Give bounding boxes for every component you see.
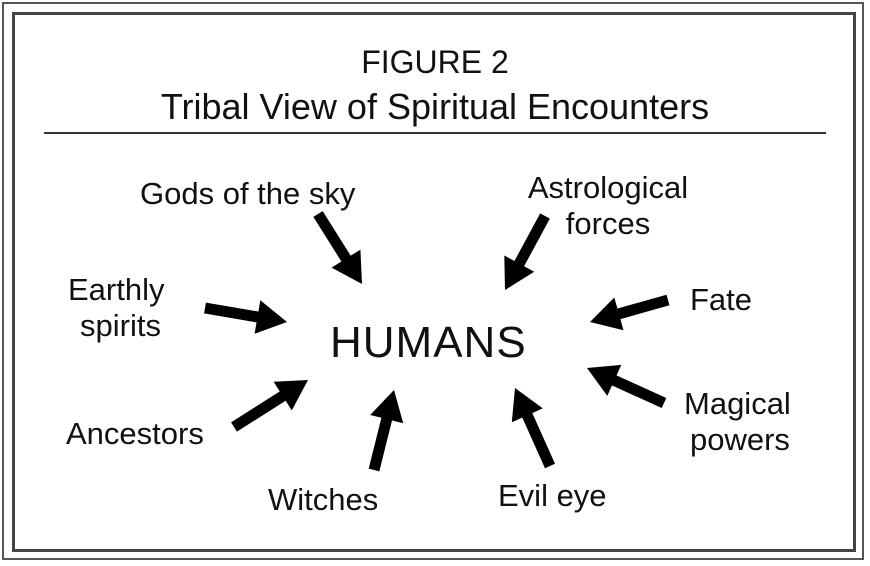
arrow-ancestors xyxy=(231,380,308,432)
label-gods-of-the-sky: Gods of the sky xyxy=(140,176,356,211)
arrow-shaft-ancestors xyxy=(231,390,288,432)
arrow-shaft-magical-powers xyxy=(610,374,667,409)
arrow-shaft-gods-of-the-sky xyxy=(313,211,352,264)
arrow-head-ancestors xyxy=(273,380,308,411)
arrow-head-evil-eye xyxy=(511,388,543,423)
label-ancestors: Ancestors xyxy=(66,416,204,451)
arrow-magical-powers xyxy=(587,364,667,409)
arrow-fate xyxy=(590,294,670,331)
arrow-gods-of-the-sky xyxy=(313,211,362,284)
label-astrological-forces: Astrological forces xyxy=(527,170,689,241)
arrow-astrological-forces xyxy=(504,213,550,290)
arrow-witches xyxy=(368,390,404,472)
figure-title: Tribal View of Spiritual Encounters xyxy=(160,86,710,127)
arrow-head-earthly-spirits xyxy=(254,300,287,334)
arrow-head-magical-powers xyxy=(587,364,622,396)
center-label-humans: HUMANS xyxy=(330,318,527,367)
arrow-shaft-witches xyxy=(368,415,393,472)
arrow-shaft-fate xyxy=(615,294,670,320)
arrow-earthly-spirits xyxy=(204,300,287,334)
label-magical-powers: Magical powers xyxy=(684,386,791,457)
arrow-shaft-evil-eye xyxy=(521,411,556,469)
label-earthly-spirits: Earthly spirits xyxy=(68,272,165,343)
figure-number: FIGURE 2 xyxy=(361,44,509,80)
arrow-head-gods-of-the-sky xyxy=(331,249,362,284)
title-divider xyxy=(44,132,826,134)
arrow-evil-eye xyxy=(511,388,556,469)
inner-border xyxy=(12,12,856,552)
outer-border xyxy=(2,2,864,560)
label-evil-eye: Evil eye xyxy=(498,478,607,513)
label-fate: Fate xyxy=(690,282,753,317)
arrow-shaft-earthly-spirits xyxy=(204,302,261,323)
arrow-shaft-astrological-forces xyxy=(513,213,550,268)
arrow-head-fate xyxy=(590,297,624,331)
arrow-head-astrological-forces xyxy=(504,255,535,290)
label-witches: Witches xyxy=(268,482,379,517)
arrow-head-witches xyxy=(370,390,404,424)
